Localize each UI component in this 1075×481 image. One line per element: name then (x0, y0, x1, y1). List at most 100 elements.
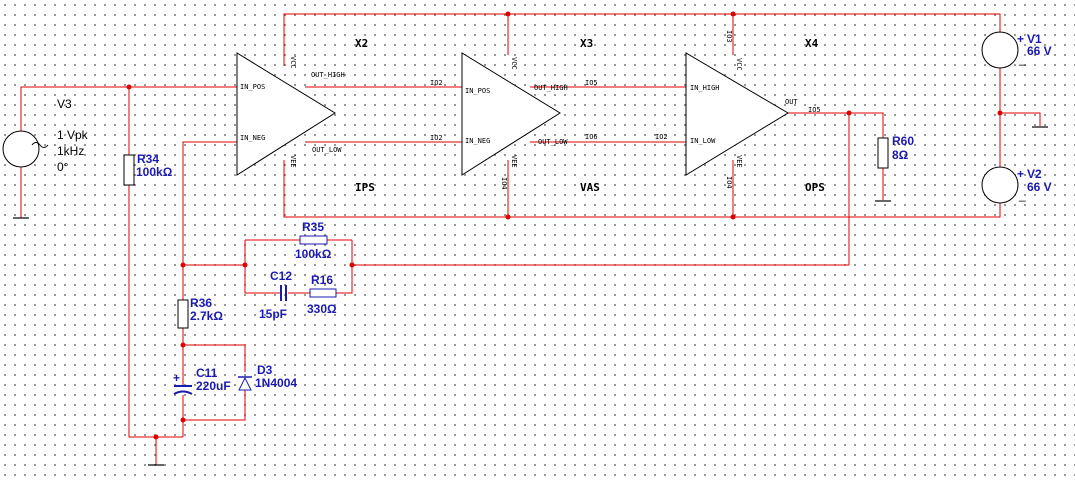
junction (126, 84, 132, 90)
c11-plate-bottom (173, 390, 193, 395)
x2-pin-vcc: VCC (289, 56, 297, 69)
v3-ref: V3 (57, 97, 72, 111)
junction (153, 434, 159, 440)
resistor-r60[interactable]: R60 8Ω (877, 134, 914, 169)
r34-ref: R34 (137, 152, 159, 166)
capacitor-c12[interactable]: C12 15pF (259, 269, 292, 321)
sine-icon (31, 142, 49, 148)
x3-pin-out-high: OUT_HIGH (534, 84, 568, 92)
junction (730, 11, 736, 17)
r35-value: 100kΩ (295, 247, 332, 261)
x3-pin-vcc: VCC (510, 57, 518, 70)
x3-pin-io2-bottom: IO2 (430, 134, 443, 142)
x4-triangle (685, 52, 789, 176)
wire-v3-top (20, 86, 237, 131)
v3-phase: 0° (57, 160, 69, 174)
junctions (126, 11, 1003, 440)
x2-pin-out-high: OUT_HIGH (311, 71, 345, 79)
v1-minus: _ (1018, 52, 1026, 66)
r35-body (299, 235, 328, 245)
c11-value: 220uF (196, 379, 231, 393)
resistor-r35[interactable]: R35 100kΩ (295, 220, 332, 261)
x3-pin-io6: IO6 (585, 133, 598, 141)
junction (180, 342, 186, 348)
r60-ref: R60 (892, 134, 914, 148)
x2-pin-vee: VEE (289, 155, 297, 168)
x3-pin-in-pos: IN_POS (465, 87, 490, 95)
x2-ref: X2 (355, 37, 368, 50)
block-x4[interactable]: X4 OPS IO2 IN_HIGH IN_LOW OUT IO5 VCC VE… (655, 30, 825, 194)
r36-ref: R36 (190, 296, 212, 310)
grounds (13, 126, 1048, 466)
r60-value: 8Ω (892, 148, 909, 162)
source-v3[interactable]: V3 1 Vpk 1kHz 0° (2, 97, 89, 174)
junction (997, 110, 1003, 116)
d3-triangle (238, 376, 252, 391)
block-x3[interactable]: X3 VAS IO2 IO2 IN_POS IN_NEG OUT_HIGH OU… (430, 37, 600, 194)
block-x2[interactable]: X2 IPS IN_POS IN_NEG OUT_HIGH OUT_LOW VC… (236, 37, 375, 194)
x3-name: VAS (580, 181, 600, 194)
x2-pin-in-pos: IN_POS (240, 83, 265, 91)
x3-pin-io2-top: IO2 (430, 79, 443, 87)
capacitor-c11[interactable]: + C11 220uF (173, 366, 231, 395)
c11-ref: C11 (196, 366, 218, 380)
x2-pin-out-low: OUT_LOW (312, 146, 342, 154)
wire-r34-bottom (128, 185, 183, 438)
x3-pin-io5: IO5 (585, 79, 598, 87)
junction (349, 262, 355, 268)
x3-ref: X3 (580, 37, 593, 50)
x2-name: IPS (355, 181, 375, 194)
wire-bottom-rail (283, 160, 1001, 218)
junction (242, 262, 248, 268)
r34-body (123, 154, 135, 186)
r16-value: 330Ω (307, 302, 337, 316)
wire-out-r60 (788, 112, 884, 138)
x4-pin-vcc: VCC (735, 58, 743, 71)
x2-triangle (236, 52, 336, 176)
r36-body (177, 299, 189, 329)
v1-circle (981, 31, 1019, 69)
v1-ref: V1 (1027, 32, 1042, 46)
c12-ref: C12 (270, 269, 292, 283)
x3-triangle (461, 52, 561, 176)
v1-plus: + (1017, 32, 1024, 46)
v3-frequency: 1kHz (57, 144, 84, 158)
r60-body (877, 137, 889, 169)
v3-amplitude: 1 Vpk (57, 128, 89, 142)
resistor-r36[interactable]: R36 2.7kΩ (177, 296, 223, 329)
source-v1[interactable]: + V1 66 V _ (981, 31, 1052, 69)
junction (846, 110, 852, 116)
wire-fb-parallel-left (244, 240, 272, 294)
v2-plus: + (1017, 167, 1024, 181)
diode-d3[interactable]: D3 1N4004 (238, 363, 297, 391)
x2-pin-in-neg: IN_NEG (240, 134, 265, 142)
x3-pin-vee: VEE (510, 155, 518, 168)
junction (505, 214, 511, 220)
v3-circle (2, 130, 40, 168)
x4-pin-io4: IO4 (725, 176, 733, 189)
wires (20, 13, 1041, 465)
x4-ref: X4 (805, 37, 819, 50)
r34-value: 100kΩ (136, 165, 173, 179)
v2-circle (981, 166, 1019, 204)
junction (730, 214, 736, 220)
resistor-r16[interactable]: R16 330Ω (307, 273, 337, 316)
v2-minus: _ (1018, 188, 1026, 202)
v2-ref: V2 (1027, 167, 1042, 181)
resistor-r34[interactable]: R34 100kΩ (123, 152, 173, 186)
wire-top-rail (283, 13, 1001, 66)
x4-pin-in-low: IN_LOW (690, 137, 716, 145)
wire-d3-bottom (183, 390, 246, 421)
wire-fb-parallel-right (336, 240, 353, 294)
c11-plus: + (173, 371, 180, 385)
r36-value: 2.7kΩ (190, 309, 223, 323)
r16-ref: R16 (311, 273, 333, 287)
x4-pin-in-high: IN_HIGH (690, 84, 720, 92)
d3-ref: D3 (257, 363, 273, 377)
junction (505, 11, 511, 17)
source-v2[interactable]: + V2 66 V _ (981, 166, 1052, 204)
wire-d3-top (183, 344, 246, 372)
x3-pin-io4: IO4 (500, 177, 508, 190)
x4-pin-vee: VEE (735, 155, 743, 168)
